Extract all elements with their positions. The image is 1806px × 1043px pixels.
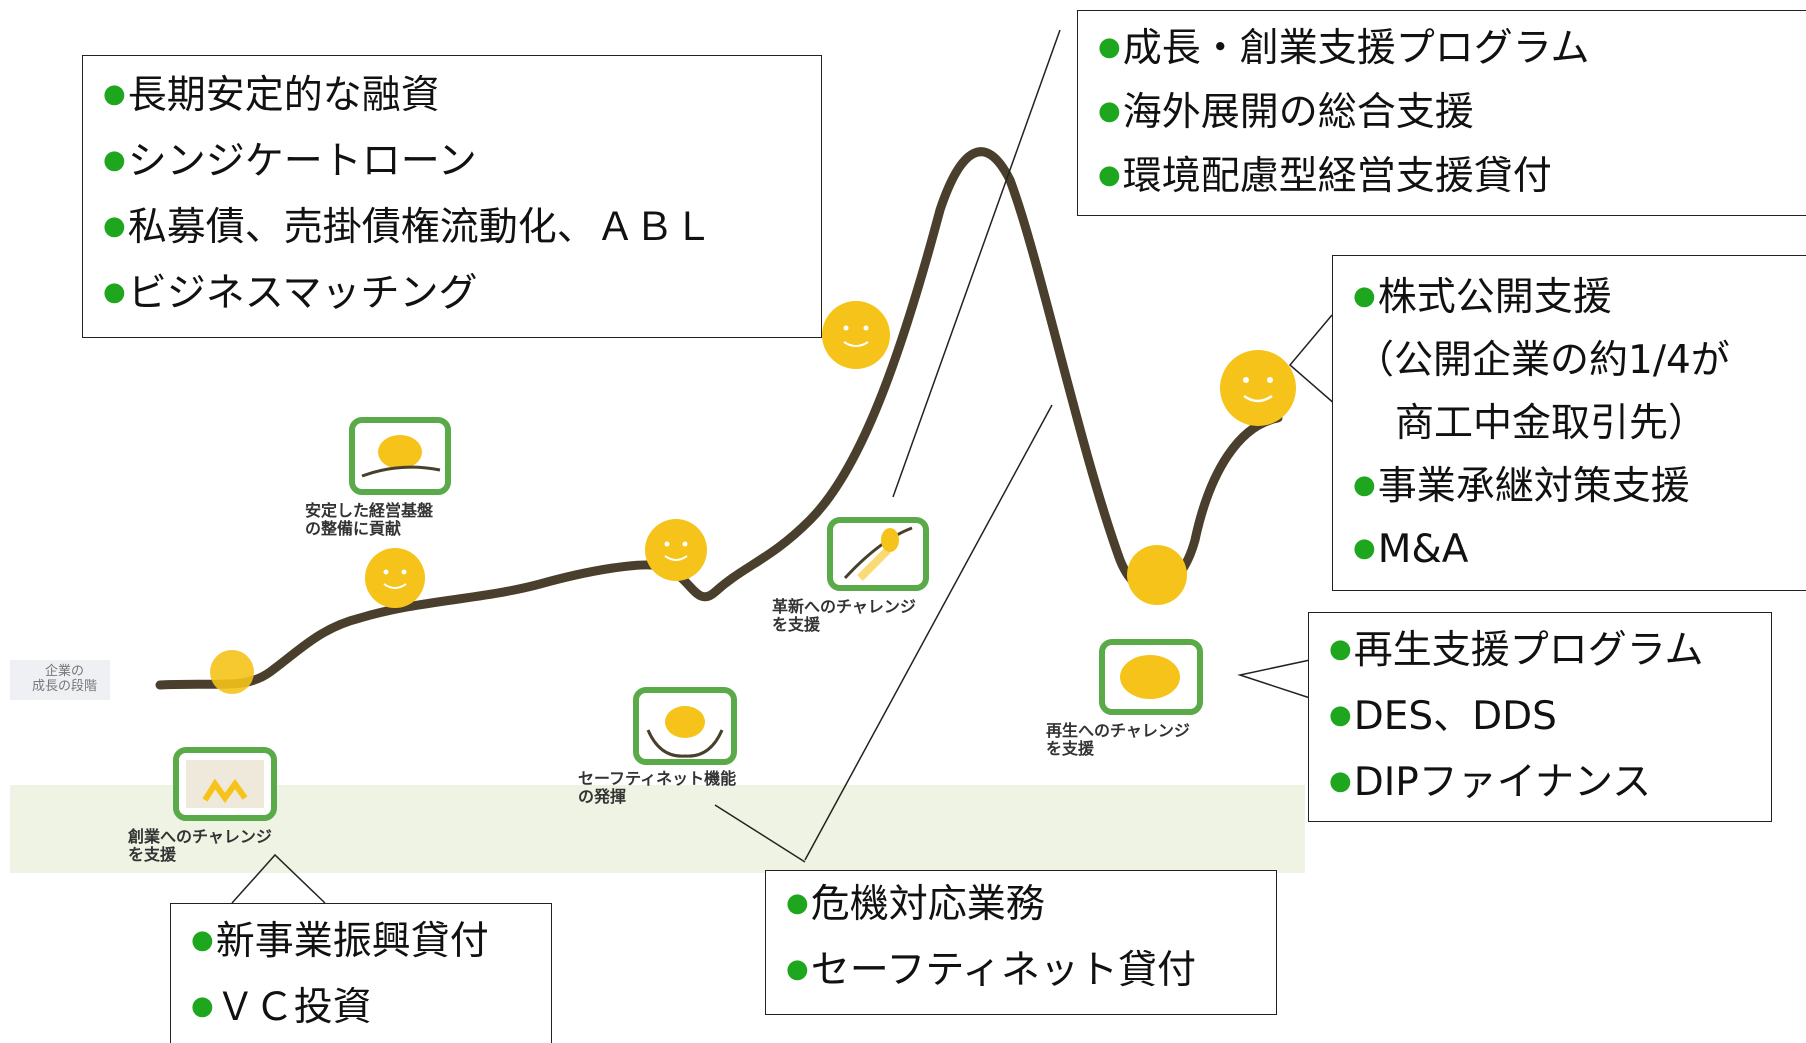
caption-founding: 創業へのチャレンジ を支援	[128, 827, 272, 864]
connector-line	[714, 804, 806, 863]
financing-services-box: ●長期安定的な融資 ●シンジケートローン ●私募債、売掛債権流動化、ＡＢＬ ●ビ…	[82, 55, 822, 338]
list-item: ●DES、DDS	[1329, 694, 1557, 739]
list-item: ●私募債、売掛債権流動化、ＡＢＬ	[103, 205, 713, 250]
callout-pointer	[1237, 659, 1311, 699]
revival-support-box: ●再生支援プログラム ●DES、DDS ●DIPファイナンス	[1308, 612, 1772, 822]
growth-curve	[155, 147, 1283, 690]
list-item: ●長期安定的な融資	[103, 73, 440, 118]
list-item: ●ビジネスマッチング	[103, 271, 478, 316]
list-item: ●成長・創業支援プログラム	[1098, 26, 1590, 71]
list-item: ●環境配慮型経営支援貸付	[1098, 154, 1552, 199]
list-item: ●海外展開の総合支援	[1098, 90, 1474, 135]
regeneration-icon	[1099, 639, 1203, 715]
list-item: ●セーフティネット貸付	[786, 948, 1197, 993]
growth-support-box: ●成長・創業支援プログラム ●海外展開の総合支援 ●環境配慮型経営支援貸付	[1077, 10, 1806, 216]
smiley-icon	[365, 548, 425, 608]
smiley-icon	[210, 650, 254, 694]
caption-safety-net: セーフティネット機能 の発揮	[578, 769, 737, 806]
list-item: ●新事業振興貸付	[191, 919, 489, 964]
crisis-response-box: ●危機対応業務 ●セーフティネット貸付	[765, 870, 1277, 1015]
list-item: ●ＶＣ投資	[191, 985, 372, 1030]
growth-stage-axis-label: 企業の 成長の段階	[32, 664, 98, 694]
connector-line	[892, 29, 1061, 498]
callout-pointer	[231, 853, 326, 904]
list-item: ●再生支援プログラム	[1329, 628, 1704, 673]
list-item: ●DIPファイナンス	[1329, 760, 1652, 805]
smiley-icon	[822, 301, 890, 369]
ipo-support-box: ●株式公開支援 （公開企業の約1/4が 商工中金取引先） ●事業承継対策支援 ●…	[1332, 255, 1806, 591]
smiley-icon	[1127, 545, 1187, 605]
startup-support-box: ●新事業振興貸付 ●ＶＣ投資	[170, 903, 552, 1043]
safety-net-icon	[633, 687, 737, 765]
connector-line	[804, 404, 1053, 861]
caption-regeneration: 再生へのチャレンジ を支援	[1046, 721, 1190, 758]
list-item: （公開企業の約1/4が	[1355, 338, 1730, 383]
list-item: ●危機対応業務	[786, 882, 1045, 927]
innovation-icon	[827, 517, 929, 591]
caption-innovation: 革新へのチャレンジ を支援	[772, 597, 916, 634]
stage-label-tab	[10, 660, 110, 700]
list-item: 商工中金取引先）	[1395, 401, 1708, 446]
list-item: ●M&A	[1353, 527, 1469, 572]
caption-stable-foundation: 安定した経営基盤 の整備に貢献	[305, 501, 434, 538]
stable-foundation-icon	[349, 417, 451, 495]
callout-pointer	[1288, 314, 1337, 406]
list-item: ●事業承継対策支援	[1353, 464, 1690, 509]
smiley-icon	[645, 519, 707, 581]
list-item: ●株式公開支援	[1353, 275, 1612, 320]
list-item: ●シンジケートローン	[103, 139, 477, 184]
founding-icon	[173, 747, 277, 821]
smiley-icon	[1220, 350, 1296, 426]
